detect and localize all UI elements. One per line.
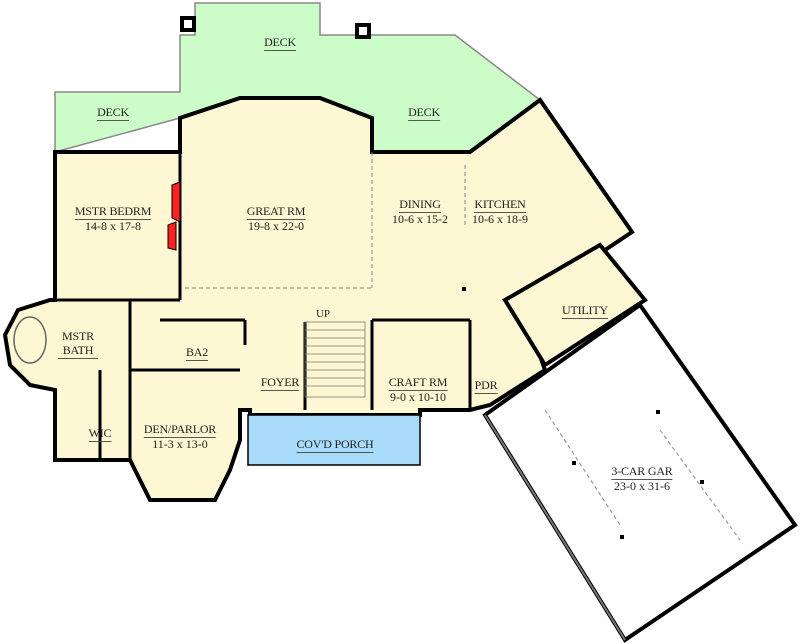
room-label-ba2: BA2 (185, 345, 209, 361)
room-label-deck-right: DECK (408, 105, 440, 121)
utility-wing (502, 242, 648, 368)
fireplace (171, 181, 181, 223)
room-label-foyer: FOYER (260, 375, 300, 391)
room-label-deck-top: DECK (264, 35, 296, 51)
deck-post (355, 23, 371, 39)
room-label-mstr-bath: MSTR BATH (58, 329, 98, 359)
room-label-pdr: PDR (474, 378, 498, 394)
room-label-utility: UTILITY (562, 303, 608, 319)
room-label-covd-porch: COV'D PORCH (296, 437, 374, 453)
room-label-deck-left: DECK (97, 105, 129, 121)
deck-post (180, 16, 196, 32)
bathtub (13, 316, 47, 364)
porch-area (247, 414, 421, 466)
room-label-wic: WIC (88, 426, 112, 442)
fireplace (167, 221, 177, 251)
stair-label: UP (315, 308, 331, 320)
